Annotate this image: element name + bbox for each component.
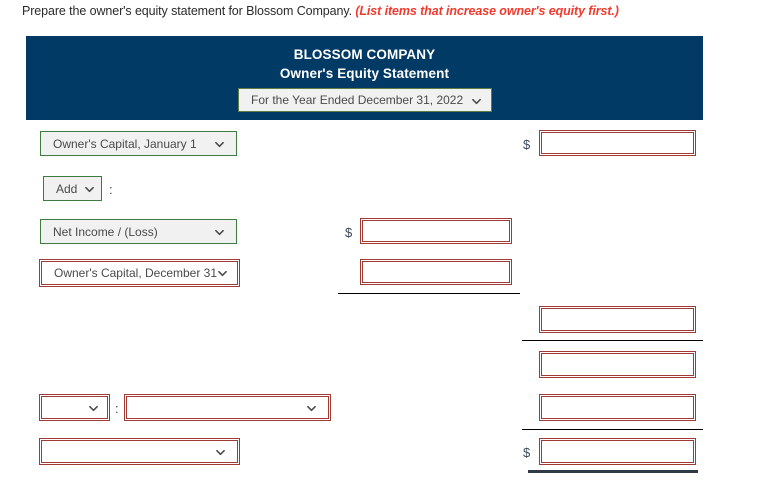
chevron-down-icon [216,448,225,457]
row-4-label-value: Owner's Capital, December 31 [54,266,218,280]
statement-title: Owner's Equity Statement [279,66,450,81]
row-1-label-select[interactable]: Owner's Capital, January 1 [40,131,237,156]
row-4-label-select[interactable]: Owner's Capital, December 31 [39,259,240,287]
statement-header-banner: BLOSSOM COMPANY Owner's Equity Statement… [26,36,703,120]
row-2-colon: : [109,182,113,197]
row-7-secondary-select[interactable] [124,394,331,421]
prompt-text: Prepare the owner's equity statement for… [22,4,352,18]
row-8-label-select[interactable] [39,438,240,465]
row-3-label-select[interactable]: Net Income / (Loss) [40,219,237,244]
chevron-down-icon [307,404,316,413]
chevron-down-icon [215,228,224,237]
row-2-label-select[interactable]: Add [43,176,102,201]
row-3-amount-input[interactable] [360,218,512,244]
grand-total-double-rule [528,470,698,473]
row-3-label-value: Net Income / (Loss) [53,224,158,239]
right-column-rule-2 [522,429,703,430]
right-column-rule-1 [522,340,703,341]
row-2-label-value: Add [56,181,78,196]
chevron-down-icon [472,97,481,106]
row-1-amount-input[interactable] [539,130,696,156]
company-name: BLOSSOM COMPANY [293,47,436,62]
row-3-dollar-sign: $ [345,225,353,240]
row-6-amount-input[interactable] [539,351,696,378]
row-7-colon: : [115,401,119,416]
row-7-amount-input[interactable] [539,394,696,421]
exercise-prompt: Prepare the owner's equity statement for… [22,4,619,18]
chevron-down-icon [215,140,224,149]
row-8-dollar-sign: $ [523,445,531,460]
row-1-label-value: Owner's Capital, January 1 [53,136,197,151]
prompt-hint: (List items that increase owner's equity… [355,4,619,18]
row-7-label-select[interactable] [39,394,110,421]
chevron-down-icon [89,404,98,413]
middle-column-subtotal-rule [338,293,520,294]
row-8-amount-input[interactable] [539,438,696,465]
row-4-amount-input[interactable] [360,259,512,285]
period-select-value: For the Year Ended December 31, 2022 [251,93,464,107]
chevron-down-icon [218,269,227,278]
row-1-dollar-sign: $ [523,137,531,152]
chevron-down-icon [85,185,94,194]
row-5-amount-input[interactable] [539,306,696,333]
period-select[interactable]: For the Year Ended December 31, 2022 [238,88,492,112]
